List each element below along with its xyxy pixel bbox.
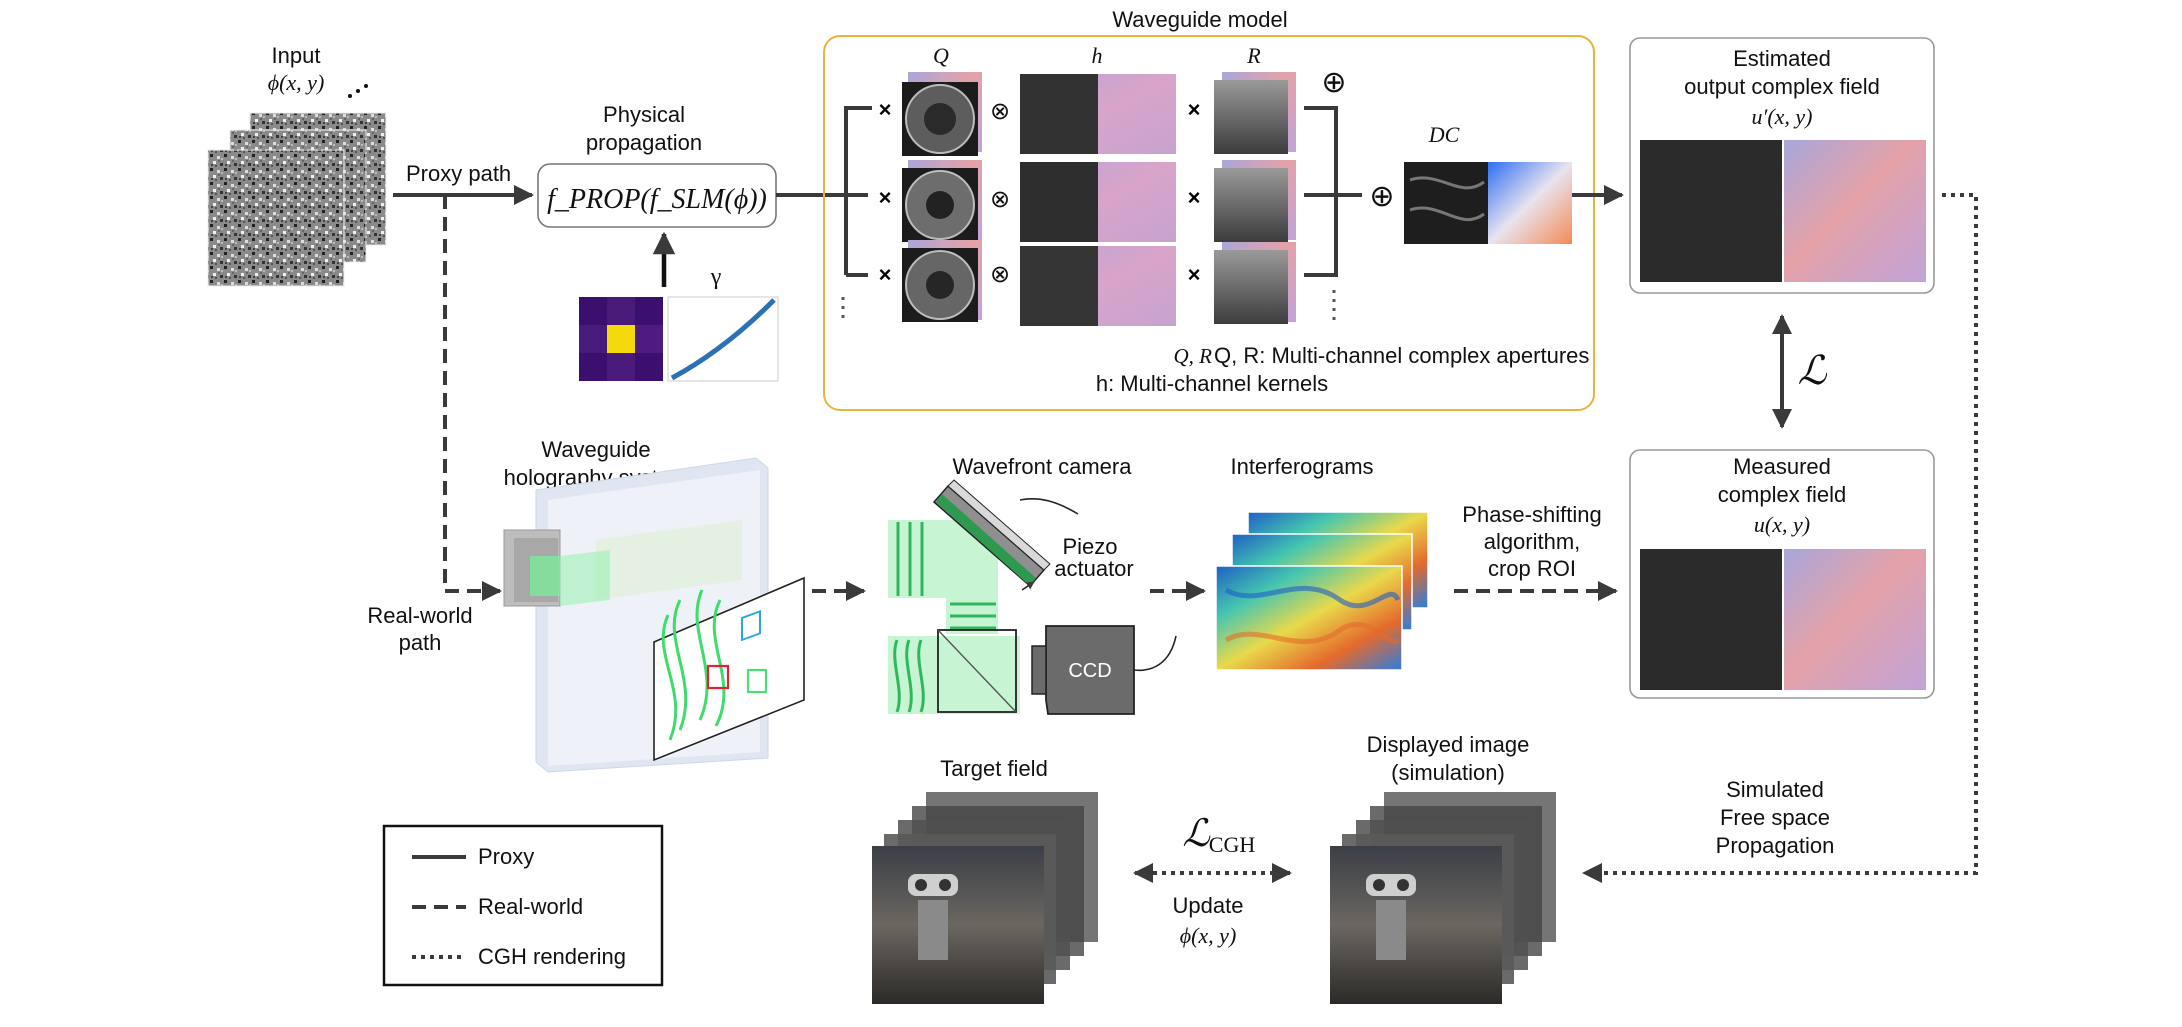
cgh-loss-symbol: ℒ	[1182, 813, 1211, 855]
caption-qr-symbols: Q, R	[1174, 344, 1213, 368]
dc-label: DC	[1428, 122, 1460, 147]
camera-title: Wavefront camera	[953, 454, 1133, 479]
svg-text:⊗: ⊗	[990, 99, 1010, 125]
system-title-1: Waveguide	[541, 437, 650, 462]
sim-prop-2: Free space	[1720, 805, 1830, 830]
q-label: Q	[933, 43, 949, 68]
estimated-title-1: Estimated	[1733, 46, 1831, 71]
estimated-title-2: output complex field	[1684, 74, 1880, 99]
target-field-stack	[872, 792, 1098, 1004]
input-title: Input	[272, 43, 321, 68]
proxy-path-label: Proxy path	[406, 161, 511, 186]
caption-2: h: Multi-channel kernels	[1096, 371, 1328, 396]
model-row-2: × ⊗ ×	[879, 160, 1296, 242]
merge-bracket	[1304, 106, 1338, 277]
sum-icon: ⊕	[1321, 66, 1346, 99]
displayed-title-1: Displayed image	[1367, 732, 1530, 757]
svg-text:⊗: ⊗	[990, 187, 1010, 213]
estimated-variable: u′(x, y)	[1752, 104, 1813, 129]
piezo-label-2: actuator	[1054, 556, 1134, 581]
sim-prop-1: Simulated	[1726, 777, 1824, 802]
displayed-title-2: (simulation)	[1391, 760, 1505, 785]
update-label: Update	[1173, 893, 1244, 918]
displayed-image-stack	[1330, 792, 1556, 1004]
cgh-rendering-arrow	[1582, 193, 1978, 883]
model-row-3: × ⊗ ×	[879, 240, 1296, 326]
interferograms-title: Interferograms	[1230, 454, 1373, 479]
sim-prop-3: Propagation	[1716, 833, 1835, 858]
h-label: h	[1092, 43, 1103, 68]
real-world-label-2: path	[399, 630, 442, 655]
legend-real-world-label: Real-world	[478, 894, 583, 919]
waveguide-model-box	[823, 35, 1595, 411]
gamma-label: γ	[710, 264, 722, 290]
legend-cgh-label: CGH rendering	[478, 944, 626, 969]
target-title: Target field	[940, 756, 1048, 781]
slm-kernel-heatmap	[579, 297, 663, 381]
estimated-amplitude-image	[1640, 140, 1782, 282]
add-dc-icon: ⊕	[1369, 180, 1394, 213]
piezo-label-1: Piezo	[1062, 534, 1117, 559]
input-variable: ϕ(x, y)	[268, 70, 325, 95]
update-variable: ϕ(x, y)	[1180, 923, 1237, 948]
measured-title-2: complex field	[1718, 482, 1846, 507]
dc-term-images	[1404, 162, 1572, 244]
wavefront-camera-illustration	[888, 479, 1177, 715]
legend-proxy-label: Proxy	[478, 844, 534, 869]
gamma-curve-plot	[667, 296, 779, 382]
svg-text:×: ×	[1188, 262, 1201, 287]
caption-1: Q, R: Multi-channel complex apertures	[1214, 343, 1589, 368]
svg-text:⊗: ⊗	[990, 262, 1010, 288]
phase-shifting-2: algorithm,	[1484, 529, 1581, 554]
model-row-1: × ⊗ ×	[879, 72, 1296, 156]
svg-text:×: ×	[879, 262, 892, 287]
branch-top	[844, 106, 872, 195]
input-phase-stack	[207, 112, 387, 287]
r-label: R	[1246, 43, 1261, 68]
real-world-arrow	[443, 195, 502, 601]
svg-text:×: ×	[879, 97, 892, 122]
physical-formula: f_PROP(f_SLM(ϕ))	[547, 184, 767, 215]
measured-amplitude-image	[1640, 549, 1782, 690]
svg-text:×: ×	[879, 185, 892, 210]
more-dots-icon	[348, 84, 368, 98]
svg-text:×: ×	[1188, 185, 1201, 210]
physical-title-2: propagation	[586, 130, 702, 155]
measured-variable: u(x, y)	[1754, 512, 1810, 537]
loss-symbol: ℒ	[1798, 348, 1828, 393]
waveguide-system-illustration	[503, 457, 805, 773]
estimated-phase-image	[1784, 140, 1926, 282]
svg-text:×: ×	[1188, 97, 1201, 122]
phase-shifting-3: crop ROI	[1488, 556, 1576, 581]
physical-title-1: Physical	[603, 102, 685, 127]
phase-shifting-1: Phase-shifting	[1462, 502, 1601, 527]
cgh-loss-subscript: CGH	[1209, 832, 1256, 857]
interferogram-stack	[1215, 511, 1429, 671]
measured-phase-image	[1784, 549, 1926, 690]
ccd-label: CCD	[1068, 660, 1111, 682]
measured-title-1: Measured	[1733, 454, 1831, 479]
real-world-label-1: Real-world	[367, 603, 472, 628]
waveguide-model-title: Waveguide model	[1112, 7, 1287, 32]
